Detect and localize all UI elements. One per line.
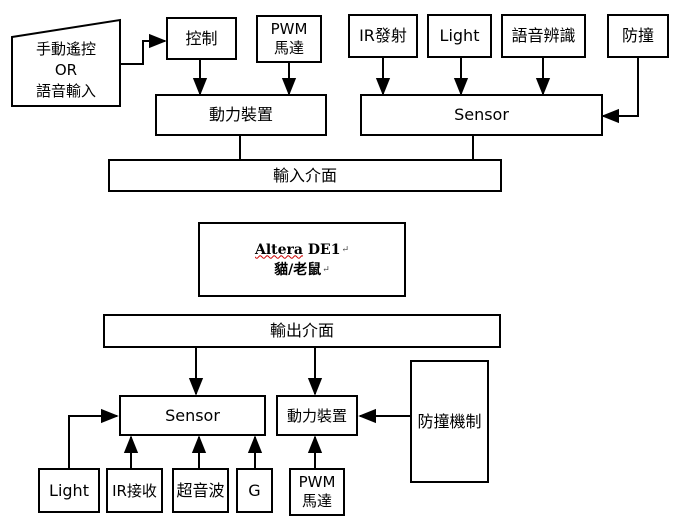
power-device-bottom-block: 動力裝置 xyxy=(276,395,358,436)
input-interface-label: 輸入介面 xyxy=(272,165,337,185)
output-interface-block: 輸出介面 xyxy=(103,314,501,348)
ir-emit-block: IR發射 xyxy=(348,14,418,58)
manual-input-shape xyxy=(11,18,121,107)
pwm-top-line1: PWM xyxy=(270,20,308,38)
anti-collision-mechanism-label: 防撞機制 xyxy=(417,411,482,431)
manual-input-line2: OR xyxy=(54,60,78,79)
speech-recognition-block: 語音辨識 xyxy=(501,14,586,58)
anti-collision-top-label: 防撞 xyxy=(621,26,654,45)
anti-collision-mechanism-block: 防撞機制 xyxy=(410,360,489,483)
core-subtitle-line: 貓/老鼠↵ xyxy=(274,260,330,280)
core-subtitle: 貓/老鼠 xyxy=(274,261,322,278)
sensor-bottom-label: Sensor xyxy=(165,405,220,425)
pwm-motor-top-block: PWM 馬達 xyxy=(256,15,322,63)
sensor-top-block: Sensor xyxy=(360,94,603,136)
pwm-top-line2: 馬達 xyxy=(273,39,304,57)
light-top-block: Light xyxy=(427,14,492,58)
manual-input-block: 手動遙控 OR 語音輸入 xyxy=(12,34,120,106)
power-device-bottom-label: 動力裝置 xyxy=(286,406,347,425)
return-mark-1: ↵ xyxy=(341,244,349,255)
light-bottom-label: Light xyxy=(49,480,89,500)
pwm-bottom-line2: 馬達 xyxy=(301,492,332,510)
ultrasonic-label: 超音波 xyxy=(176,480,225,500)
power-device-top-block: 動力裝置 xyxy=(155,94,327,136)
arrow-manual-to-control xyxy=(120,33,167,65)
pwm-bottom-line1: PWM xyxy=(298,473,336,491)
arrow-light-to-sensor-bottom xyxy=(68,408,119,468)
manual-input-line1: 手動遙控 xyxy=(35,39,96,58)
speech-recognition-label: 語音辨識 xyxy=(511,26,576,45)
sensor-top-label: Sensor xyxy=(454,105,509,124)
sensor-bottom-block: Sensor xyxy=(119,395,266,436)
ir-emit-label: IR發射 xyxy=(359,26,407,45)
ultrasonic-block: 超音波 xyxy=(172,468,229,513)
control-block: 控制 xyxy=(166,17,237,60)
input-interface-block: 輸入介面 xyxy=(108,159,502,192)
core-processor-block: Altera DE1↵ 貓/老鼠↵ xyxy=(198,222,406,297)
return-mark-2: ↵ xyxy=(322,264,330,275)
arrow-anticollision-to-sensor xyxy=(601,58,639,124)
ir-receive-block: IR接收 xyxy=(106,468,163,513)
g-sensor-block: G xyxy=(236,468,273,513)
ir-receive-label: IR接收 xyxy=(112,481,157,500)
core-title-line: Altera DE1↵ xyxy=(255,240,349,260)
core-title-suffix: DE1 xyxy=(303,241,341,258)
g-sensor-label: G xyxy=(248,480,261,500)
light-bottom-block: Light xyxy=(38,468,100,513)
light-top-label: Light xyxy=(439,26,480,45)
control-label: 控制 xyxy=(185,28,218,48)
manual-input-line3: 語音輸入 xyxy=(35,81,96,100)
output-interface-label: 輸出介面 xyxy=(269,321,334,340)
pwm-motor-bottom-block: PWM 馬達 xyxy=(289,468,345,516)
power-device-top-label: 動力裝置 xyxy=(208,105,273,124)
core-title-prefix: Altera xyxy=(255,241,304,258)
anti-collision-top-block: 防撞 xyxy=(607,14,669,58)
